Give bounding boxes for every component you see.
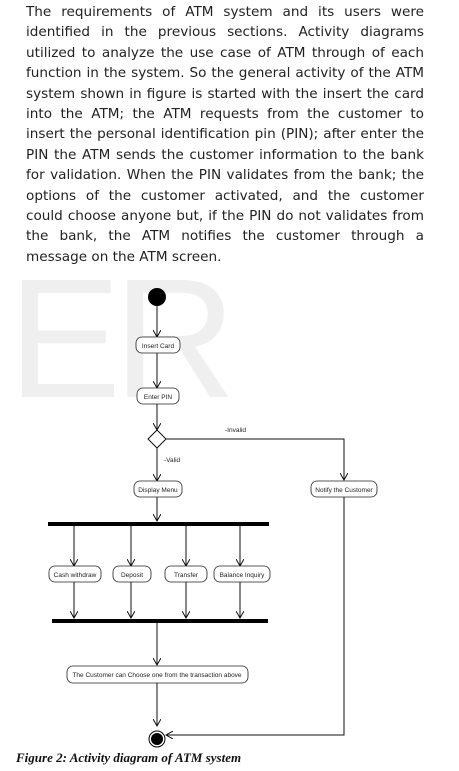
insert-card-label: Insert Card [142, 343, 175, 350]
action-balance-inquiry: Balance Inquiry [213, 565, 271, 583]
deposit-label: Deposit [121, 572, 143, 579]
balance-inquiry-label: Balance Inquiry [220, 572, 266, 579]
action-notify-customer: Notify the Customer [310, 480, 378, 498]
decision-node [147, 429, 167, 449]
watermark-logo: ER [8, 244, 236, 434]
final-node-core [151, 733, 163, 745]
action-display-menu: Display Menu [133, 480, 183, 498]
choose-label: The Customer can Choose one from the tra… [72, 672, 241, 679]
join-bar [52, 619, 268, 623]
body-paragraph: The requirements of ATM system and its u… [26, 4, 424, 265]
action-insert-card: Insert Card [135, 336, 181, 354]
enter-pin-label: Enter PIN [144, 394, 172, 401]
flow-invalid-to-notify [166, 438, 344, 480]
notify-customer-label: Notify the Customer [315, 487, 373, 494]
action-cash-withdraw: Cash withdraw [48, 565, 102, 583]
flow-notify-to-end [166, 497, 345, 735]
action-enter-pin: Enter PIN [136, 387, 180, 405]
display-menu-label: Display Menu [138, 487, 178, 494]
guard-valid-label: -Valid [164, 457, 181, 464]
fork-bar [48, 522, 269, 526]
initial-node [148, 288, 166, 306]
action-choose-transaction: The Customer can Choose one from the tra… [66, 665, 249, 684]
guard-invalid-label: -Invalid [225, 427, 246, 434]
cash-withdraw-label: Cash withdraw [54, 572, 97, 579]
transfer-label: Transfer [174, 572, 199, 579]
action-transfer: Transfer [164, 565, 208, 583]
action-deposit: Deposit [112, 565, 152, 583]
figure-caption: Figure 2: Activity diagram of ATM system [16, 750, 242, 765]
